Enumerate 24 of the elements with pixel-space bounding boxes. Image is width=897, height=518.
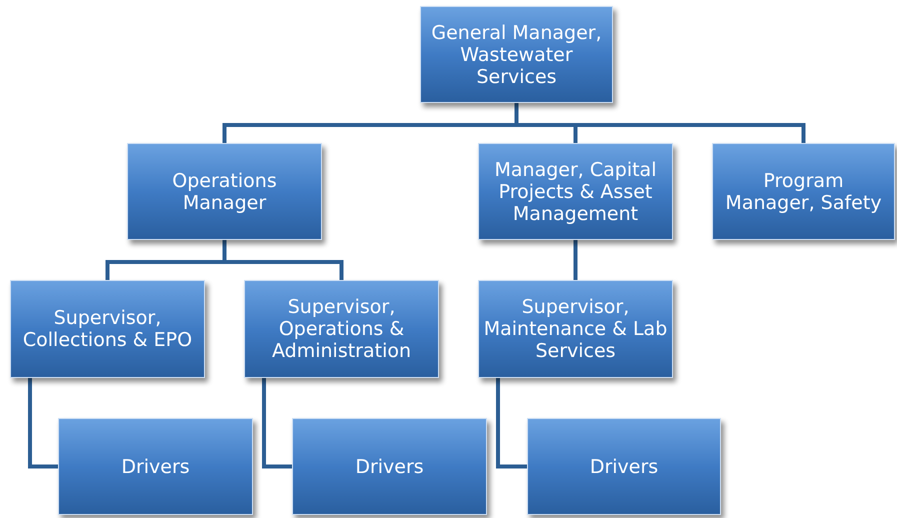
role-title: Program Manager, Safety [724, 170, 883, 214]
connector-line [28, 378, 58, 468]
org-box [58, 418, 253, 515]
role-title: Supervisor, Maintenance & Lab Services [483, 296, 668, 362]
org-box [10, 280, 205, 378]
org-box [712, 143, 895, 240]
role-title: Operations Manager [171, 170, 278, 214]
role-title: Drivers [121, 456, 190, 478]
role-title: Manager, Capital Projects & Asset Management [494, 158, 658, 224]
org-box [527, 418, 721, 515]
org-box [478, 143, 673, 240]
org-box [244, 280, 439, 378]
connector-line [574, 240, 578, 280]
org-box [420, 6, 613, 103]
connector-line [262, 378, 292, 468]
role-title: Drivers [590, 456, 658, 478]
role-title: Supervisor, Collections & EPO [22, 307, 194, 351]
org-box [127, 143, 322, 240]
role-title: Drivers [355, 456, 424, 478]
org-box [478, 280, 673, 378]
org-box [292, 418, 487, 515]
connector-line [496, 378, 527, 468]
role-title: General Manager, Wastewater Services [430, 22, 603, 88]
role-title: Supervisor, Operations & Administration [270, 296, 412, 362]
